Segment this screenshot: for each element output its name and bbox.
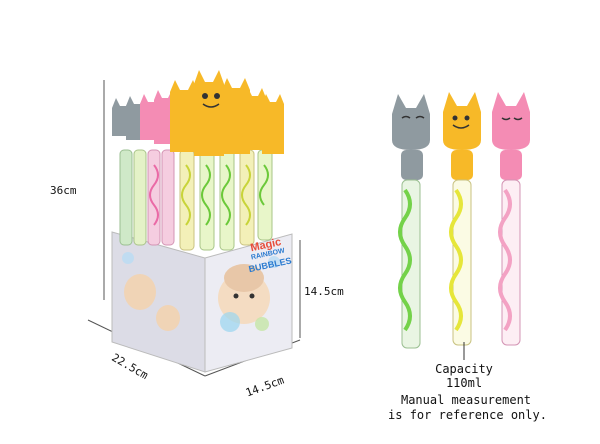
- gray-cat-wand: [392, 94, 430, 349]
- capacity-label: Capacity: [435, 362, 493, 376]
- box-height-label: 14.5cm: [304, 285, 344, 298]
- pink-cat-wand: [492, 92, 530, 346]
- yellow-cat-wand: [443, 92, 481, 346]
- height-label: 36cm: [50, 184, 77, 197]
- display-box: [111, 231, 293, 373]
- disclaimer-line1: Manual measurement: [400, 393, 532, 407]
- disclaimer-line2: is for reference only.: [388, 408, 547, 422]
- boxed-wand-sticks: [119, 149, 273, 251]
- boxed-wand-heads: [112, 70, 284, 156]
- capacity-value: 110ml: [445, 376, 483, 390]
